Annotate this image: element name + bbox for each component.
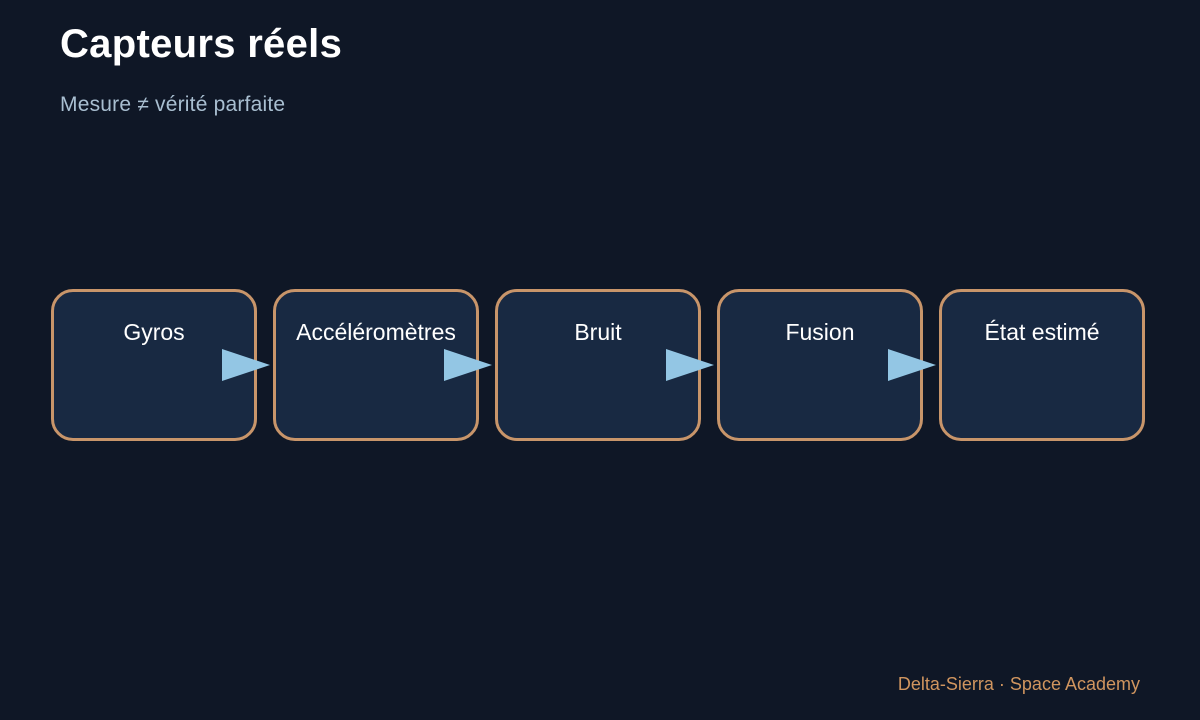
slide-title: Capteurs réels bbox=[60, 22, 343, 66]
right-arrow-icon bbox=[665, 348, 715, 382]
slide-subtitle: Mesure ≠ vérité parfaite bbox=[60, 93, 286, 116]
step-label-accelerometres: Accéléromètres bbox=[296, 319, 456, 345]
step-etat-estime: État estimé bbox=[939, 289, 1145, 441]
step-label-fusion: Fusion bbox=[785, 319, 855, 345]
step-gyros: Gyros bbox=[51, 289, 257, 441]
footer-credit: Delta-Sierra · Space Academy bbox=[897, 674, 1140, 694]
right-arrow-icon bbox=[221, 348, 271, 382]
step-label-etat-estime: État estimé bbox=[984, 319, 1100, 345]
step-label-gyros: Gyros bbox=[123, 319, 185, 345]
right-arrow-icon bbox=[887, 348, 937, 382]
right-arrow-icon bbox=[443, 348, 493, 382]
step-label-bruit: Bruit bbox=[574, 319, 622, 345]
